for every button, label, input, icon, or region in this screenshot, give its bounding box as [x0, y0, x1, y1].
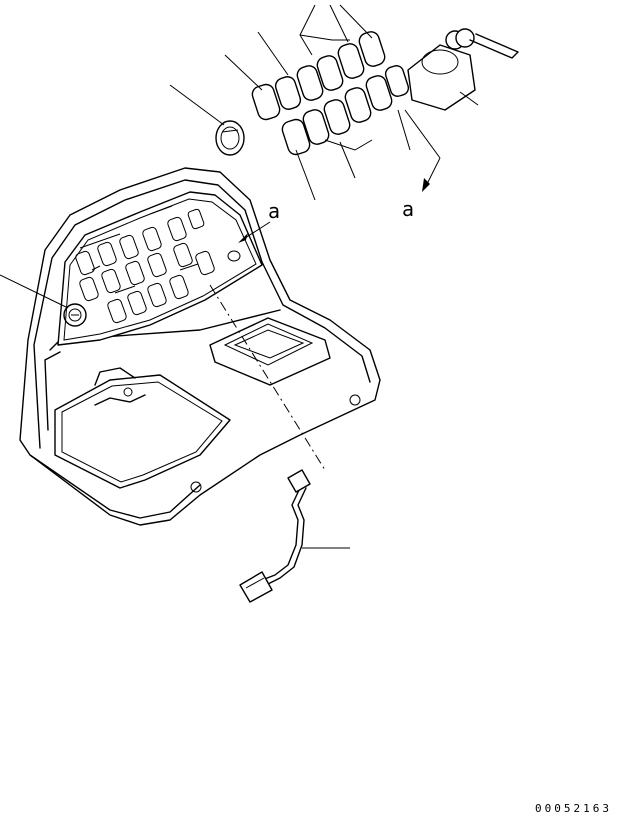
plate-indicator	[227, 250, 241, 262]
lower-compartment	[54, 367, 231, 489]
ref-label-a-top: a	[268, 199, 280, 223]
switch-row-middle	[79, 242, 215, 302]
switch-row-bottom	[107, 274, 189, 324]
rotary-knob	[215, 120, 245, 156]
switch-knobs-upper	[251, 31, 386, 121]
switch-row-top	[75, 208, 205, 276]
bolt-bottom	[190, 481, 202, 493]
switch-knobs-lower	[281, 65, 410, 156]
leader-lines	[0, 4, 479, 549]
plate-markings	[79, 205, 199, 294]
console-panel	[19, 167, 381, 526]
recess-opening	[209, 317, 331, 386]
ref-label-a-right: a	[402, 197, 414, 221]
drawing-code: 00052163	[535, 802, 612, 815]
bolt-right	[349, 394, 361, 406]
key-switch-assembly	[407, 28, 519, 111]
wire-harness	[239, 469, 311, 603]
key-switch-mount	[63, 303, 87, 327]
